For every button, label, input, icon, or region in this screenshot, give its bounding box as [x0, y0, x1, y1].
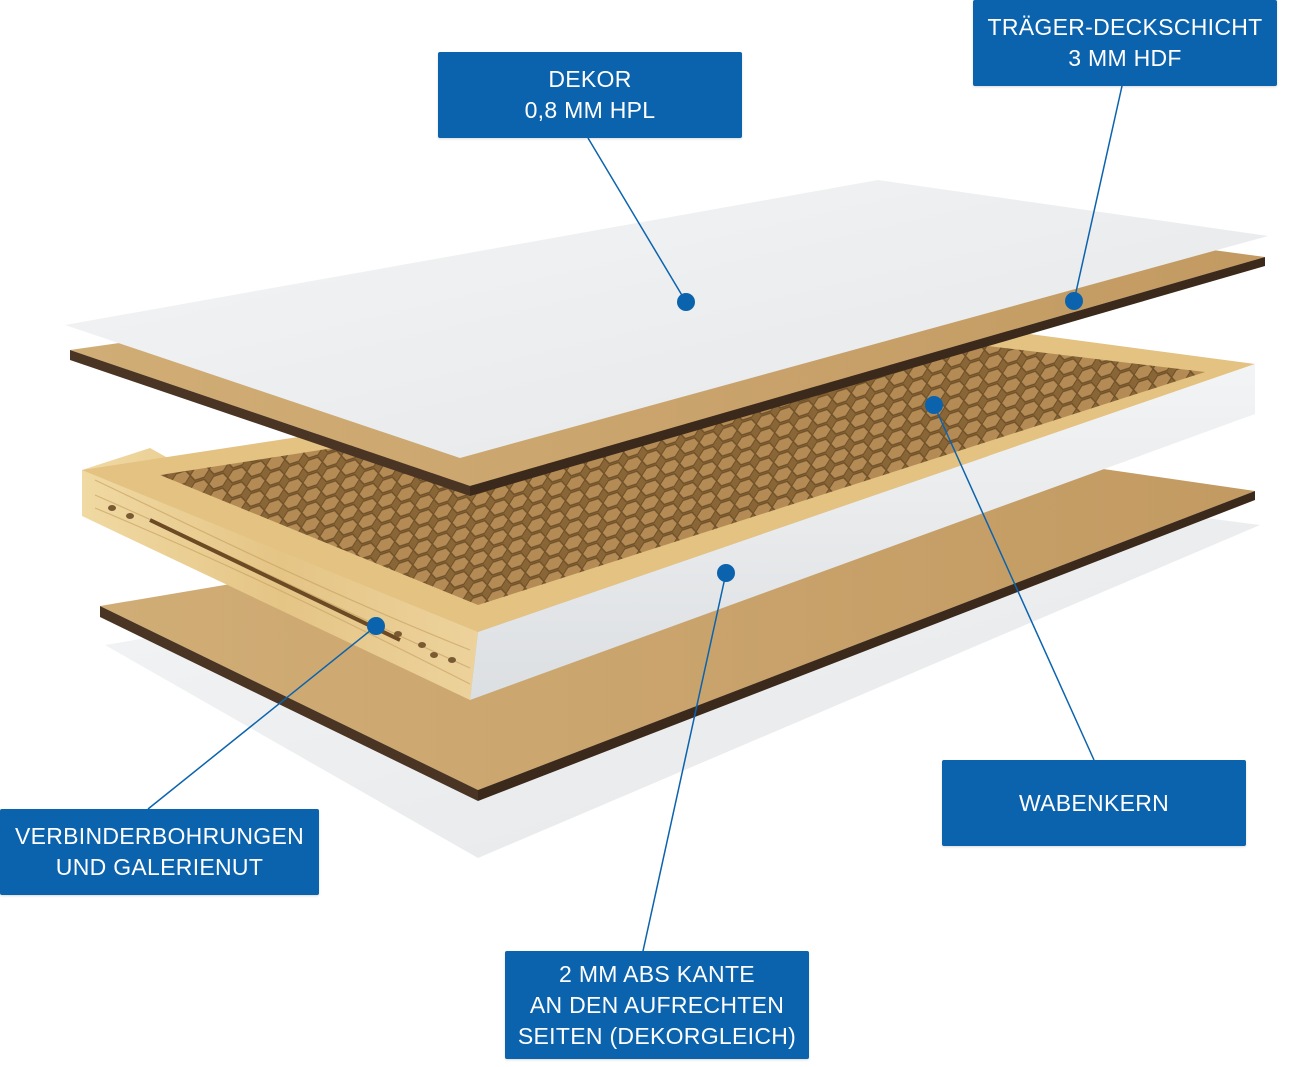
- marker-dots: [367, 292, 1083, 635]
- callout-abs-line2: AN DEN AUFRECHTEN: [529, 991, 785, 1018]
- bottom-hdf-edge-left: [100, 606, 478, 801]
- callout-dekor: DEKOR 0,8 MM HPL: [438, 52, 742, 138]
- callout-verbinder-line2: UND GALERIENUT: [55, 854, 264, 880]
- marker-abs: [717, 564, 735, 582]
- callout-verbinder-line1: VERBINDERBOHRUNGEN: [14, 823, 305, 849]
- callout-traeger-deckschicht: TRÄGER-DECKSCHICHT 3 MM HDF: [973, 0, 1277, 86]
- connector-bores: [108, 505, 456, 663]
- abs-edge-front: [470, 364, 1255, 700]
- marker-wabenkern: [925, 396, 943, 414]
- marker-traeger: [1065, 292, 1083, 310]
- top-decor-sheet: [65, 180, 1268, 458]
- callout-abs-kante: 2 MM ABS KANTE AN DEN AUFRECHTEN SEITEN …: [505, 951, 809, 1059]
- callout-verbinderbohrungen: VERBINDERBOHRUNGEN UND GALERIENUT: [0, 809, 319, 895]
- top-hdf-edge-front: [470, 257, 1265, 496]
- marker-dekor: [677, 293, 695, 311]
- callout-abs-line1: 2 MM ABS KANTE: [559, 960, 755, 987]
- marker-verbinder: [367, 617, 385, 635]
- wood-grain: [94, 479, 471, 685]
- frame-left-end: [82, 448, 478, 700]
- callout-dekor-line2: 0,8 MM HPL: [524, 97, 656, 123]
- leader-abs: [642, 572, 727, 952]
- leader-dekor: [587, 137, 687, 303]
- callout-dekor-line1: DEKOR: [548, 66, 632, 92]
- callout-abs-line3: SEITEN (DEKORGLEICH): [517, 1022, 797, 1049]
- leader-lines: [147, 85, 1123, 952]
- gallery-groove: [149, 518, 401, 642]
- leader-verbinder: [147, 625, 377, 810]
- callout-wabenkern-line1: WABENKERN: [1018, 789, 1170, 816]
- leader-wabenkern: [933, 404, 1095, 761]
- callout-traeger-line2: 3 MM HDF: [1068, 45, 1182, 71]
- bottom-hdf-edge-front: [478, 491, 1255, 801]
- honeycomb-core: [160, 346, 1205, 605]
- top-hdf-edge-left: [70, 350, 470, 496]
- callout-wabenkern: WABENKERN: [942, 760, 1246, 846]
- callout-traeger-line1: TRÄGER-DECKSCHICHT: [987, 14, 1263, 40]
- leader-traeger: [1073, 85, 1123, 302]
